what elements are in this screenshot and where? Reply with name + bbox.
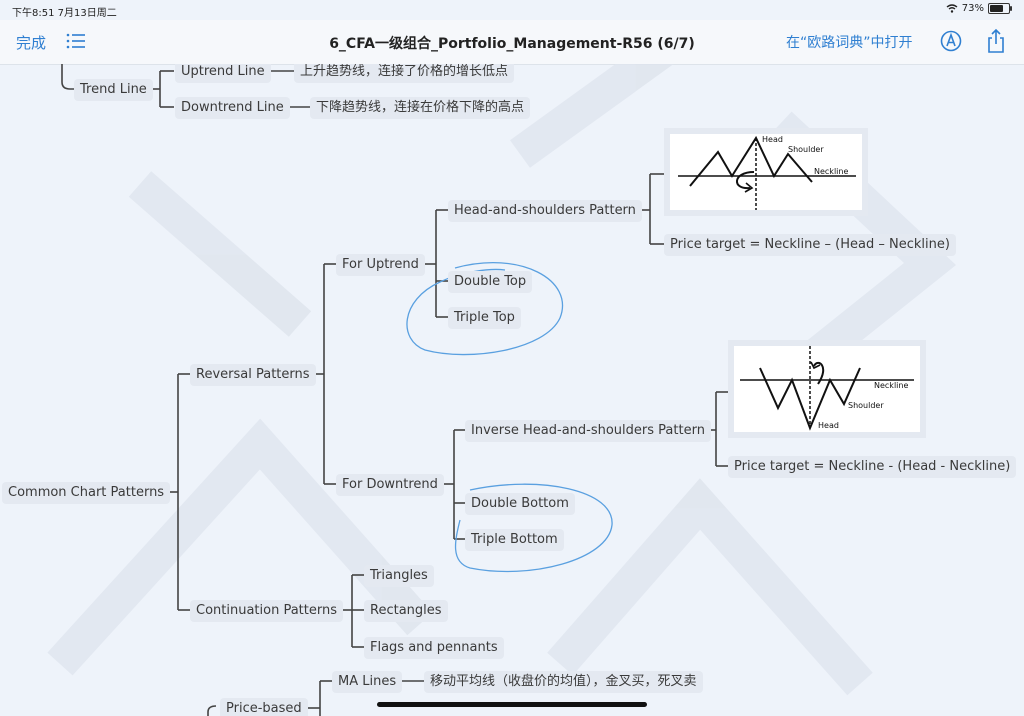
- hs-shoulder-label: Shoulder: [788, 145, 824, 154]
- battery-icon: [988, 3, 1012, 14]
- head-shoulders-chart: Head Shoulder Neckline: [678, 135, 856, 210]
- ihs-head-label: Head: [818, 421, 839, 430]
- home-indicator[interactable]: [377, 702, 647, 707]
- mindmap-canvas[interactable]: Trend Line Uptrend Line 上升趋势线，连接了价格的增长低点…: [0, 64, 1024, 716]
- battery-percent: 73%: [961, 3, 984, 14]
- trend-line-node[interactable]: Trend Line: [74, 79, 153, 101]
- hs-neckline-label: Neckline: [814, 167, 848, 176]
- price-based-node[interactable]: Price-based: [220, 698, 308, 716]
- nav-bar: 完成 6_CFA一级组合_Portfolio_Management-R56 (6…: [0, 20, 1024, 65]
- double-bottom-node[interactable]: Double Bottom: [465, 493, 575, 515]
- status-right: 73%: [946, 3, 1012, 14]
- share-icon[interactable]: [985, 28, 1007, 54]
- continuation-patterns-node[interactable]: Continuation Patterns: [190, 600, 344, 622]
- ma-lines-note: 移动平均线（收盘价的均值），金叉买，死叉卖: [424, 671, 703, 693]
- downtrend-line-node[interactable]: Downtrend Line: [175, 97, 290, 119]
- hs-price-target: Price target = Neckline – (Head – Neckli…: [664, 234, 956, 256]
- uptrend-note: 上升趋势线，连接了价格的增长低点: [294, 64, 515, 83]
- reversal-patterns-node[interactable]: Reversal Patterns: [190, 364, 316, 386]
- inverse-head-shoulders-chart: Neckline Shoulder Head: [740, 346, 914, 431]
- triple-top-node[interactable]: Triple Top: [448, 307, 521, 329]
- ma-lines-node[interactable]: MA Lines: [332, 671, 403, 693]
- for-uptrend-node[interactable]: For Uptrend: [336, 254, 425, 276]
- head-shoulders-image: Head Shoulder Neckline: [664, 128, 868, 216]
- open-in-eudic-button[interactable]: 在“欧路词典”中打开: [786, 35, 913, 51]
- status-time: 下午8:51 7月13日周二: [12, 8, 117, 19]
- uptrend-line-node[interactable]: Uptrend Line: [175, 64, 271, 83]
- done-button[interactable]: 完成: [16, 34, 47, 52]
- battery-fill: [990, 5, 1004, 12]
- status-bar: 下午8:51 7月13日周二 73%: [0, 0, 1024, 20]
- hs-head-label: Head: [762, 135, 783, 144]
- downtrend-note: 下降趋势线，连接在价格下降的高点: [310, 97, 531, 119]
- triple-bottom-node[interactable]: Triple Bottom: [465, 529, 564, 551]
- head-and-shoulders-node[interactable]: Head-and-shoulders Pattern: [448, 200, 642, 222]
- for-downtrend-node[interactable]: For Downtrend: [336, 474, 444, 496]
- list-icon[interactable]: [66, 32, 86, 50]
- inverse-head-and-shoulders-node[interactable]: Inverse Head-and-shoulders Pattern: [465, 420, 711, 442]
- markup-icon[interactable]: [940, 30, 962, 52]
- ihs-shoulder-label: Shoulder: [848, 401, 884, 410]
- wifi-icon: [946, 4, 958, 13]
- rectangles-node[interactable]: Rectangles: [364, 600, 448, 622]
- ihs-neckline-label: Neckline: [874, 381, 908, 390]
- flags-and-pennants-node[interactable]: Flags and pennants: [364, 637, 504, 659]
- root-node[interactable]: Common Chart Patterns: [2, 482, 171, 504]
- ihs-price-target: Price target = Neckline - (Head - Neckli…: [728, 456, 1017, 478]
- inverse-head-shoulders-image: Neckline Shoulder Head: [728, 340, 926, 438]
- double-top-node[interactable]: Double Top: [448, 271, 533, 293]
- triangles-node[interactable]: Triangles: [364, 565, 434, 587]
